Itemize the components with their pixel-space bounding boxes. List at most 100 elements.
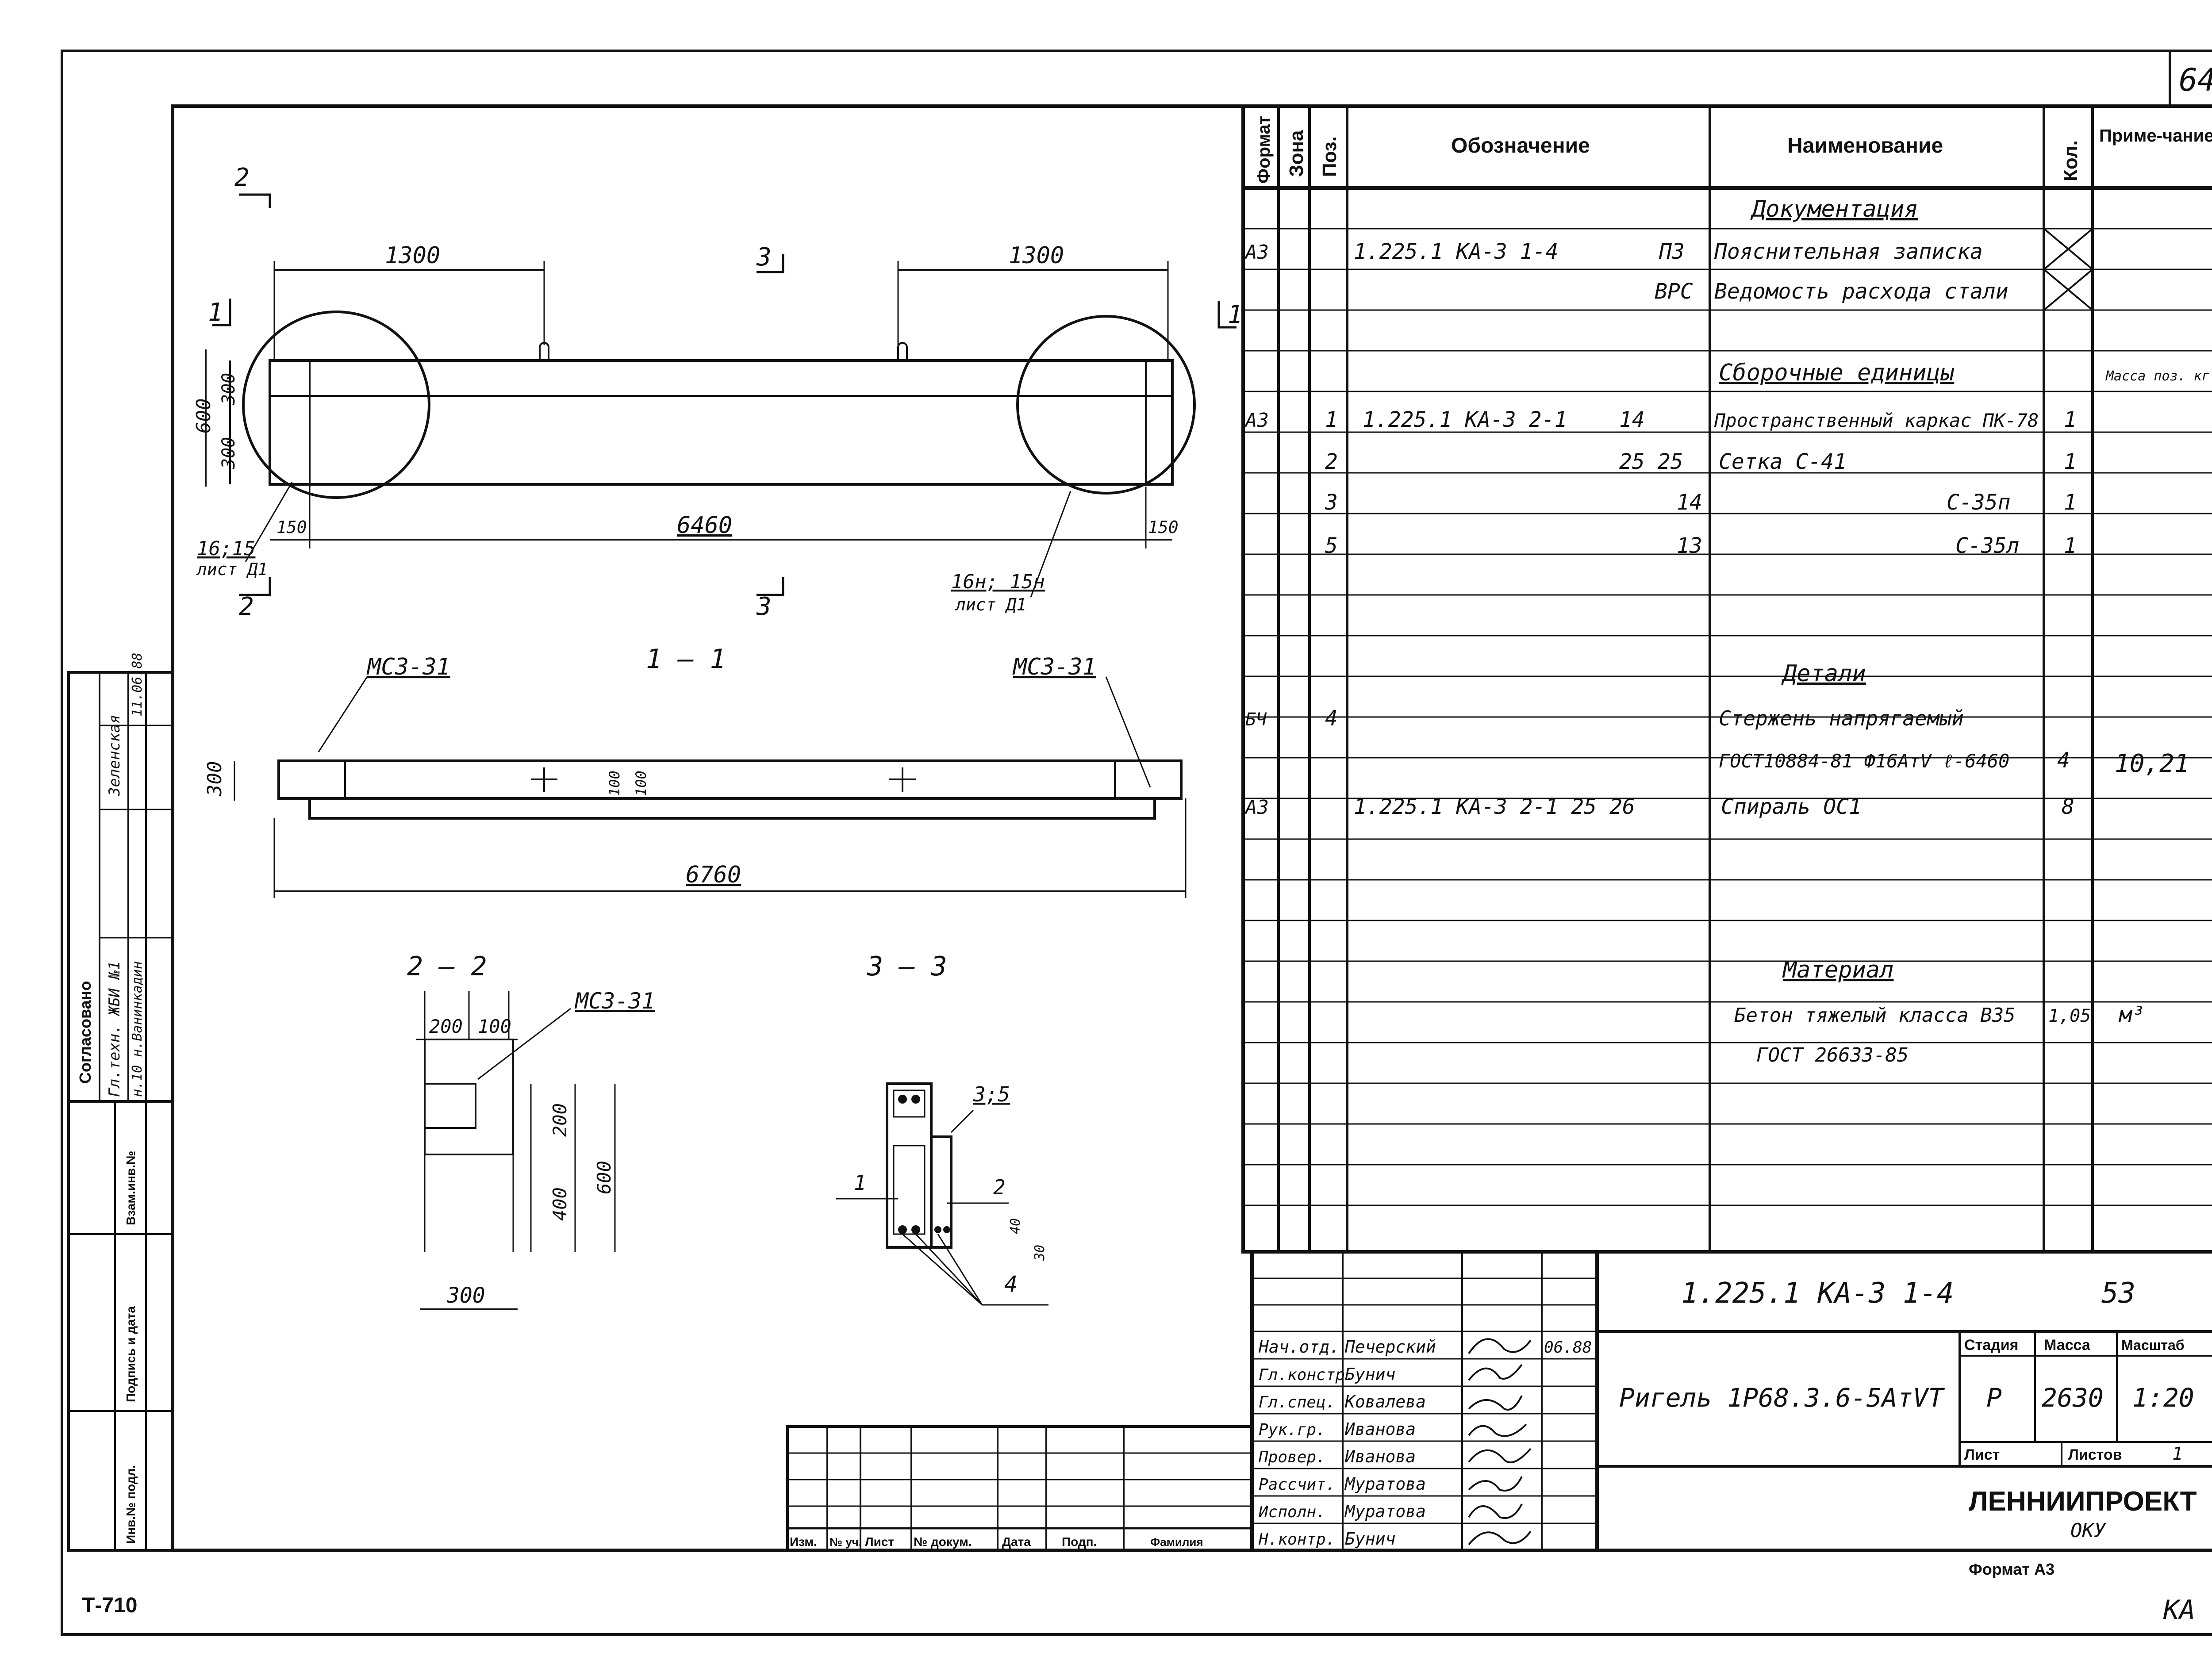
- row10-qty: 1,05: [2048, 1006, 2091, 1026]
- row0-sheet: ПЗ: [1659, 239, 1685, 264]
- signer-5-name: Муратова: [1344, 1474, 1426, 1494]
- row6-qty: 1: [2064, 533, 2077, 558]
- left-stamp-strip: Согласовано Гл.техн. ЖБИ №1 Зеленская 11…: [67, 653, 174, 1552]
- title-stage: Р: [1986, 1383, 2002, 1413]
- dim-6460: 6460: [677, 512, 732, 539]
- signer-4-name: Иванова: [1344, 1447, 1416, 1466]
- signer-2-role: Гл.спец.: [1259, 1393, 1335, 1411]
- corner-code: Т-710: [82, 1594, 137, 1617]
- row8-note: 10,21: [2115, 749, 2189, 778]
- row6-pos: 5: [1325, 533, 1338, 558]
- row3-format: А3: [1244, 409, 1269, 432]
- spec-table: Формат Зона Поз. Обозначение Наименовани…: [1241, 104, 2212, 1254]
- dim-300-b: 300: [219, 437, 239, 469]
- dim-22-200v: 200: [549, 1103, 571, 1137]
- signer-2-name: Ковалева: [1344, 1392, 1426, 1411]
- callout-4: 4: [1004, 1271, 1018, 1297]
- dim-40: 40: [1008, 1218, 1023, 1234]
- row10-note: м³: [2118, 1002, 2145, 1027]
- row6-sheet: 13: [1677, 533, 1702, 558]
- rev-h6: Фамилия: [1150, 1535, 1203, 1549]
- row4-name: Сетка С-41: [1719, 449, 1847, 474]
- title-scale: 1:20: [2132, 1383, 2194, 1413]
- section-assembly: Сборочные единицы: [1719, 360, 1955, 386]
- signer-0-role: Нач.отд.: [1258, 1337, 1340, 1357]
- note-right-sheet: лист Д1: [955, 595, 1026, 614]
- row9-format: А3: [1244, 796, 1269, 819]
- beam-elevation: 1300 1300 6460 150 150 600 300 300 2 2 3…: [192, 163, 1243, 621]
- dim-600: 600: [192, 399, 215, 433]
- rev-h4: Дата: [1002, 1535, 1031, 1549]
- signer-3-role: Рук.гр.: [1259, 1421, 1326, 1439]
- mc-right: МС3-31: [1012, 654, 1096, 680]
- note-right: 16н; 15н: [951, 571, 1045, 593]
- dim-22-400v: 400: [549, 1187, 571, 1221]
- signer-3-name: Иванова: [1344, 1419, 1416, 1439]
- section-documentation: Документация: [1750, 196, 1918, 222]
- row4-sheet: 25 25: [1619, 449, 1683, 474]
- title-sheets: 1: [2172, 1444, 2183, 1464]
- title-sheet-num: 53: [2101, 1277, 2135, 1310]
- signer-0-name: Печерский: [1344, 1337, 1436, 1357]
- signature-0: [1468, 1338, 1532, 1354]
- dim-300-side: 300: [204, 761, 226, 797]
- section-mark-1-left: 1: [208, 298, 223, 327]
- title-scale-label: Масштаб: [2121, 1337, 2185, 1353]
- agreed-row-1: Зеленская: [106, 715, 123, 797]
- title-doc-code: 1.225.1 КА-3 1-4: [1681, 1277, 1954, 1310]
- section-mark-2-bottom: 2: [239, 592, 254, 621]
- section-11-title: 1 — 1: [646, 644, 726, 675]
- detail-circle-left: [242, 311, 430, 499]
- signature-1: [1468, 1364, 1523, 1381]
- page-number: 64: [2179, 62, 2212, 98]
- dim-1300-left: 1300: [385, 242, 440, 269]
- signer-7-name: Бунич: [1345, 1529, 1395, 1549]
- row2-note: Масса поз. кг: [2105, 368, 2210, 384]
- section-material: Материал: [1782, 957, 1893, 983]
- signer-date: 06.88: [1544, 1338, 1592, 1357]
- section-details: Детали: [1781, 660, 1866, 687]
- callout-2: 2: [993, 1175, 1006, 1199]
- signer-1-name: Бунич: [1345, 1365, 1395, 1384]
- dim-22-600v: 600: [593, 1161, 615, 1194]
- signature-4: [1468, 1448, 1532, 1464]
- row3-pos: 1: [1325, 407, 1338, 432]
- dim-100-a: 100: [606, 771, 623, 796]
- hdr-note: Приме-чание: [2099, 126, 2212, 146]
- row9-qty: 8: [2062, 794, 2074, 819]
- agreed-row-2: 11.06.88: [130, 653, 145, 717]
- signer-6-role: Исполн.: [1258, 1503, 1326, 1521]
- rev-h2: Лист: [865, 1535, 894, 1549]
- row3-sheet: 14: [1619, 407, 1645, 432]
- outer-frame: [61, 50, 2212, 1636]
- note-left: 16;15: [197, 537, 255, 560]
- row3-name: Пространственный каркас ПК-78: [1714, 410, 2039, 431]
- title-stage-label: Стадия: [1964, 1337, 2018, 1354]
- dim-22-100: 100: [478, 1016, 511, 1037]
- row7-name: Стержень напрягаемый: [1719, 706, 1964, 730]
- row0-format: А3: [1244, 241, 1269, 264]
- dim-22-300: 300: [446, 1283, 485, 1308]
- agreed-row-0: Гл.техн. ЖБИ №1: [106, 961, 123, 1097]
- dim-300-a: 300: [219, 373, 239, 405]
- agreed-row-3: н.10 н.Ванинкадин: [130, 961, 145, 1097]
- title-org: ЛЕННИИПРОЕКТ: [1969, 1486, 2197, 1517]
- row5-pos: 3: [1325, 490, 1338, 515]
- hdr-designation: Обозначение: [1451, 134, 1590, 157]
- corner-mark: КА: [2163, 1595, 2195, 1626]
- dim-1300-right: 1300: [1009, 242, 1064, 269]
- title-sheets-label: Листов: [2068, 1446, 2122, 1463]
- row9-name: Спираль ОС1: [1721, 794, 1862, 819]
- row0-designation: 1.225.1 КА-3 1-4: [1354, 239, 1558, 264]
- section-mark-3-bottom: 3: [756, 592, 772, 621]
- row7-format: БЧ: [1245, 709, 1267, 730]
- signature-3: [1468, 1423, 1527, 1437]
- row4-qty: 1: [2064, 449, 2077, 474]
- row1-qty-cross: [2043, 268, 2093, 311]
- rev-h5: Подп.: [1062, 1535, 1097, 1549]
- title-org-sub: ОКУ: [2070, 1519, 2106, 1542]
- agreed-label: Согласовано: [76, 981, 94, 1084]
- title-format: Формат А3: [1969, 1560, 2055, 1578]
- hdr-zone: Зона: [1286, 130, 1307, 177]
